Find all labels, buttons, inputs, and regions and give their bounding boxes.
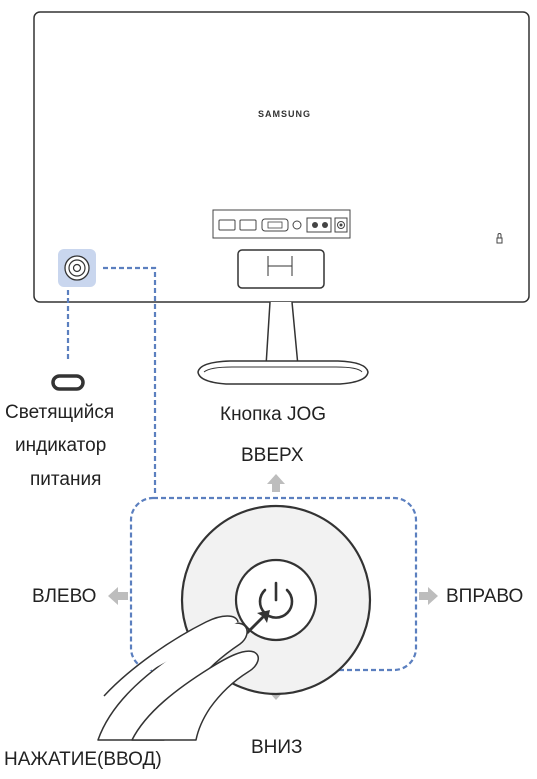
power-icon (258, 581, 294, 619)
press-arrow-icon (246, 610, 270, 634)
monitor-back (33, 11, 530, 303)
monitor-stand (197, 249, 369, 385)
direction-right-label: ВПРАВО (446, 586, 524, 607)
power-indicator-label-line3: питания (30, 469, 102, 490)
press-enter-label: НАЖАТИЕ(ВВОД) (4, 749, 162, 770)
port-panel (212, 209, 351, 239)
callout-lines (66, 266, 418, 672)
hand-icon (97, 615, 259, 741)
power-indicator-label-line1: Светящийся (5, 402, 115, 423)
jog-callout-line (103, 266, 157, 495)
jog-zoom-frame (129, 496, 418, 672)
direction-left-label: ВЛЕВО (32, 586, 97, 607)
arrow-right-icon (419, 587, 438, 605)
power-indicator-label-line2: индикатор (15, 435, 107, 456)
lock-icon (496, 233, 503, 244)
jog-button-on-monitor (58, 249, 96, 287)
direction-down-label: ВНИЗ (251, 737, 303, 758)
jog-button-label: Кнопка JOG (220, 404, 327, 425)
brand-logo: SAMSUNG (258, 109, 312, 119)
arrow-left-icon (108, 587, 128, 605)
arrow-up-icon (267, 474, 285, 492)
power-indicator-lamp (51, 374, 85, 391)
direction-up-label: ВВЕРХ (241, 445, 304, 466)
